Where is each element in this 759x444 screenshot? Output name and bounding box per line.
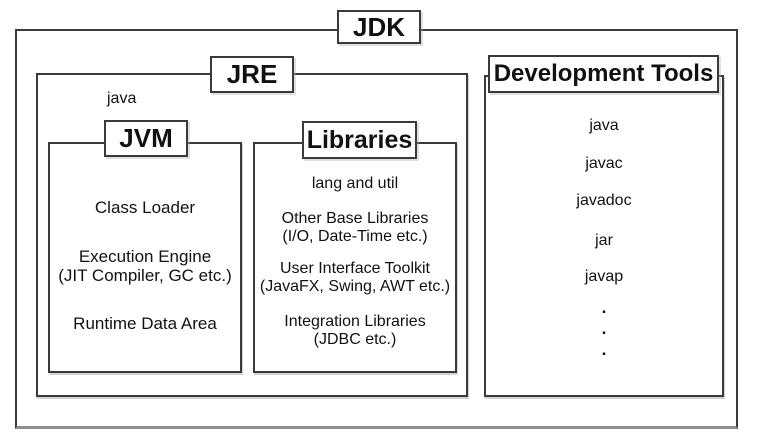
- devtools-ellipsis: . . .: [484, 297, 724, 360]
- devtool-javap: javap: [584, 268, 624, 285]
- lib-item-title: User Interface Toolkit: [280, 260, 430, 277]
- jvm-item-runtime-data-area: Runtime Data Area: [73, 314, 217, 333]
- ellipsis-dot: .: [601, 340, 607, 359]
- lib-item-title: Integration Libraries: [284, 313, 426, 330]
- lib-item-user-interface-toolkit: User Interface Toolkit (JavaFX, Swing, A…: [253, 260, 457, 296]
- jvm-item-sub: (JIT Compiler, GC etc.): [58, 266, 232, 285]
- lib-item-other-base-libraries: Other Base Libraries (I/O, Date-Time etc…: [253, 210, 457, 246]
- lib-item-sub: (JavaFX, Swing, AWT etc.): [259, 278, 451, 295]
- ellipsis-dot: .: [601, 298, 607, 317]
- libraries-label: Libraries: [302, 121, 417, 159]
- devtool-java: java: [589, 117, 619, 134]
- lib-item-title: Other Base Libraries: [281, 210, 429, 227]
- jdk-label: JDK: [337, 10, 421, 44]
- lib-item-lang-and-util: lang and util: [311, 175, 399, 192]
- lib-item-integration-libraries: Integration Libraries (JDBC etc.): [253, 313, 457, 349]
- lib-item-sub: (JDBC etc.): [313, 331, 397, 348]
- jvm-item-class-loader: Class Loader: [94, 198, 196, 217]
- jvm-container-box: [48, 142, 242, 373]
- ellipsis-dot: .: [601, 319, 607, 338]
- devtools-container-box: [484, 75, 724, 397]
- jvm-item-execution-engine: Execution Engine (JIT Compiler, GC etc.): [48, 247, 242, 285]
- devtools-label: Development Tools: [488, 55, 719, 93]
- jvm-label: JVM: [104, 120, 188, 157]
- jvm-item-title: Execution Engine: [78, 247, 212, 266]
- devtool-javadoc: javadoc: [576, 192, 632, 209]
- devtool-javac: javac: [585, 155, 623, 172]
- jre-java-note: java: [107, 90, 137, 107]
- lib-item-sub: (I/O, Date-Time etc.): [282, 228, 428, 245]
- jre-label: JRE: [210, 56, 294, 93]
- libraries-container-box: [253, 142, 457, 373]
- devtool-jar: jar: [595, 232, 613, 249]
